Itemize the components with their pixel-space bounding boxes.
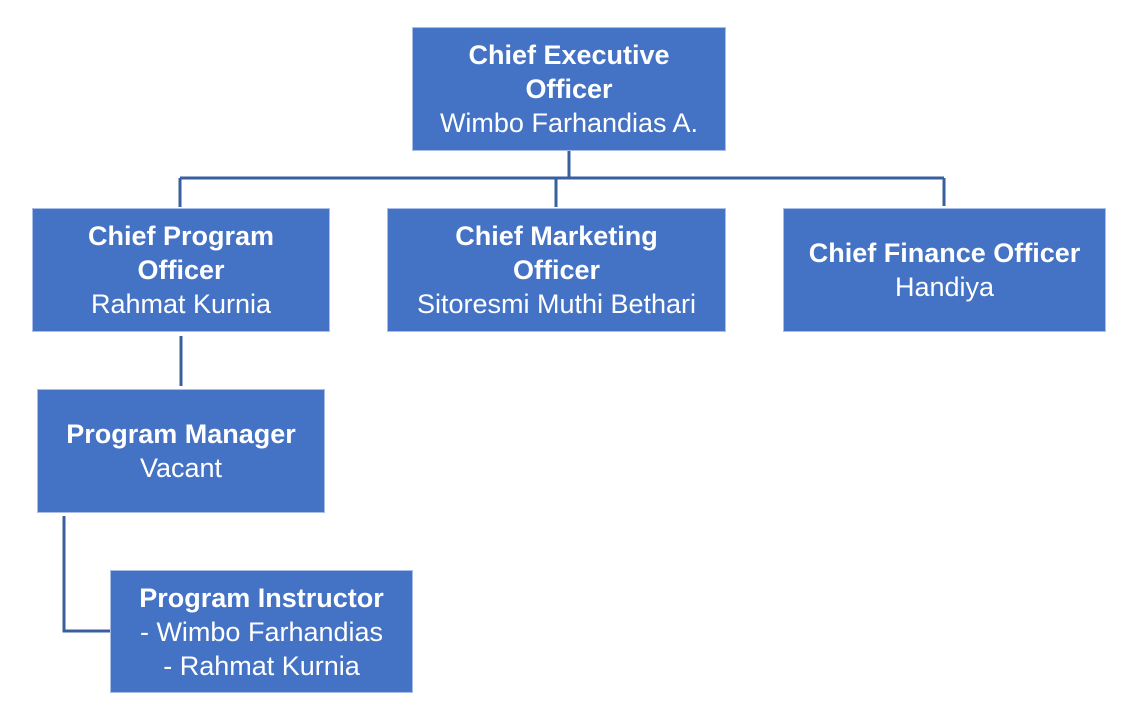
node-ceo: Chief Executive Officer Wimbo Farhandias…: [412, 27, 726, 151]
node-program-manager: Program Manager Vacant: [37, 389, 325, 513]
node-title: Chief Program Officer: [87, 221, 275, 285]
node-name: Handiya: [894, 272, 995, 302]
node-cfo: Chief Finance Officer Handiya: [783, 208, 1106, 332]
connector-pm-to-pi: [62, 516, 110, 633]
node-cpo: Chief Program Officer Rahmat Kurnia: [32, 208, 330, 332]
node-name: Sitoresmi Muthi Bethari: [416, 289, 697, 319]
node-title: Program Instructor: [139, 582, 384, 613]
node-name: Rahmat Kurnia: [90, 289, 272, 319]
node-cmo: Chief Marketing Officer Sitoresmi Muthi …: [387, 208, 726, 332]
node-title: Chief Marketing Officer: [455, 221, 658, 285]
node-name: - Wimbo Farhandias: [139, 616, 384, 647]
node-title: Chief Executive Officer: [468, 40, 670, 104]
node-title: Program Manager: [66, 419, 296, 449]
node-name: - Rahmat Kurnia: [163, 650, 360, 681]
node-name: Wimbo Farhandias A.: [439, 108, 699, 138]
node-title: Chief Finance Officer: [808, 238, 1081, 268]
node-program-instructor: Program Instructor - Wimbo Farhandias - …: [110, 570, 413, 693]
node-name: Vacant: [139, 453, 223, 483]
